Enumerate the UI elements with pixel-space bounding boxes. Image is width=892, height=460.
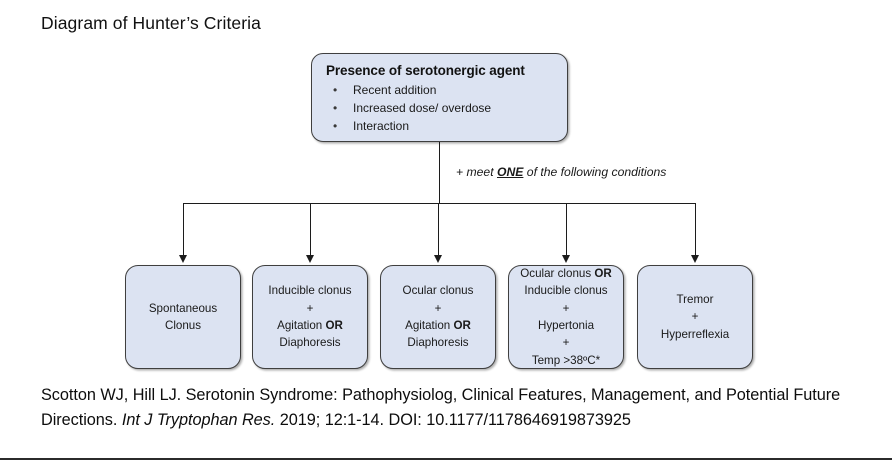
note-suffix: of the following conditions: [523, 165, 667, 179]
node-text-line: Inducible clonus: [524, 284, 608, 298]
citation-reference: Scotton WJ, Hill LJ. Serotonin Syndrome:…: [41, 383, 871, 433]
node-text-line: Spontaneous: [148, 301, 218, 315]
list-item: • Recent addition: [312, 81, 567, 99]
node-text-line: +: [562, 301, 570, 315]
list-item-label: Recent addition: [353, 83, 437, 97]
arrowhead-icon: [305, 255, 314, 263]
list-item: • Interaction: [312, 117, 567, 135]
node-text: Ocular clonus + Agitation OR Diaphoresis: [381, 282, 495, 352]
node-text-line: Agitation OR: [405, 319, 471, 332]
node-text: Ocular clonus OR Inducible clonus + Hyperto…: [509, 265, 623, 369]
bullet-icon: •: [333, 119, 338, 133]
node-text-line: Ocular clonus OR: [520, 266, 612, 280]
node-text-line: Clonus: [164, 319, 202, 332]
node-bullet-list: • Recent addition • Increased dose/ over…: [312, 81, 567, 135]
node-text: Tremor + Hyperreflexia: [638, 291, 752, 343]
node-text-line: Hyperreflexia: [660, 327, 730, 341]
citation-journal: Int J Tryptophan Res.: [121, 411, 276, 429]
connector-drop-line: [437, 203, 439, 256]
node-text-line: Temp >38ºC*: [531, 353, 601, 367]
arrowhead-icon: [561, 255, 570, 263]
node-criterion-5: Tremor + Hyperreflexia: [637, 265, 753, 369]
node-text-line: +: [434, 301, 442, 315]
list-item-label: Interaction: [353, 119, 410, 133]
list-item: • Increased dose/ overdose: [312, 99, 567, 117]
node-text-line: Diaphoresis: [279, 336, 341, 350]
node-criterion-2: Inducible clonus + Agitation OR Diaphoresis: [252, 265, 368, 369]
note-emphasis: ONE: [496, 165, 524, 179]
arrowhead-icon: [690, 255, 699, 263]
note-prefix: + meet: [456, 165, 497, 179]
node-text-emphasis: OR: [325, 319, 343, 332]
node-text-line: +: [306, 301, 314, 315]
node-criterion-3: Ocular clonus + Agitation OR Diaphoresis: [380, 265, 496, 369]
arrowhead-icon: [178, 255, 187, 263]
node-text-line: Agitation OR: [277, 319, 343, 332]
branch-condition-note: + meet ONE of the following conditions: [456, 165, 666, 179]
citation-part-1: Scotton WJ, Hill LJ. Serotonin Syndrome:…: [41, 386, 841, 429]
arrowhead-icon: [433, 255, 442, 263]
node-presence-of-serotonergic-agent: Presence of serotonergic agent • Recent …: [311, 53, 568, 142]
node-text-emphasis: OR: [453, 319, 471, 332]
bullet-icon: •: [333, 83, 338, 97]
bullet-icon: •: [333, 101, 338, 115]
connector-drop-line: [565, 203, 567, 256]
node-text-line: Tremor: [676, 292, 714, 306]
page-title: Diagram of Hunter’s Criteria: [41, 13, 262, 33]
node-text-line: Hypertonia: [537, 319, 595, 332]
connector-drop-line: [182, 203, 184, 256]
connector-distribution-bar: [183, 202, 696, 204]
node-text-line: Inducible clonus: [268, 284, 352, 298]
node-text-emphasis: OR: [594, 266, 612, 280]
connector-stem: [439, 142, 441, 204]
connector-drop-line: [309, 203, 311, 256]
node-text-line: Diaphoresis: [407, 336, 469, 350]
citation-part-2: 2019; 12:1-14. DOI: 10.1177/117864691987…: [275, 411, 631, 429]
node-title: Presence of serotonergic agent: [326, 63, 525, 78]
connector-drop-line: [694, 203, 696, 256]
node-criterion-4: Ocular clonus OR Inducible clonus + Hyperto…: [508, 265, 624, 369]
node-text-line: Ocular clonus: [402, 284, 474, 298]
node-text-line: +: [691, 310, 699, 324]
node-text-line: +: [562, 336, 570, 350]
list-item-label: Increased dose/ overdose: [353, 101, 492, 115]
node-text: Inducible clonus + Agitation OR Diaphoresis: [253, 282, 367, 352]
